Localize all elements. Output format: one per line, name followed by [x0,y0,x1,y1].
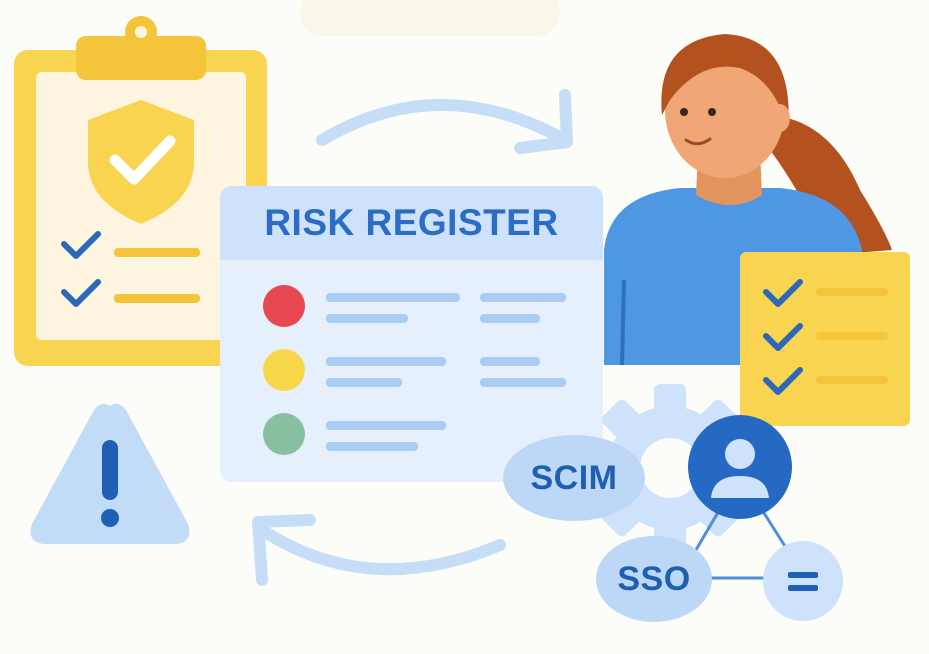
risk-row-high [263,285,566,327]
user-icon [688,415,792,519]
risk-row-low [263,413,446,455]
status-dot-high [263,285,305,327]
warning-triangle-icon [30,403,190,544]
scim-badge: SCIM [503,435,645,521]
risk-register-title: RISK REGISTER [264,202,559,243]
checklist-icon [740,252,910,426]
risk-rows [263,285,566,455]
sso-badge: SSO [596,536,712,622]
clipboard-icon [14,16,267,366]
risk-row-medium [263,349,566,391]
shield-check-icon [88,100,194,224]
status-dot-medium [263,349,305,391]
cycle-arrow-bottom [256,524,506,576]
cycle-arrow-top [316,99,571,146]
risk-register-header: RISK REGISTER [220,186,603,260]
top-bubble [300,0,560,36]
cycle-arrow-top-head [514,89,573,154]
status-dot-low [263,413,305,455]
cycle-arrow-bottom-head [252,514,316,586]
risk-register-card: RISK REGISTER [220,186,603,482]
equals-icon [763,541,843,621]
